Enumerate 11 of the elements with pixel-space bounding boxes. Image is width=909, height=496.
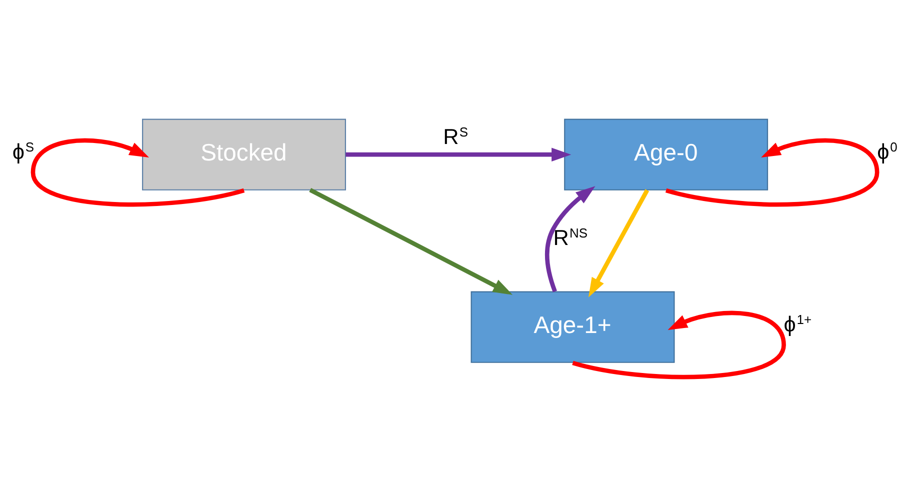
edge-label: ϕ$^{1+}$ [784, 310, 812, 336]
arrow [309, 188, 513, 294]
edge-label: R$^{S}$ [443, 123, 468, 148]
node-box: Age-0 [564, 118, 768, 190]
arrow [545, 186, 596, 292]
arrow [588, 188, 650, 297]
edge-label: ϕ$^{0}$ [877, 138, 898, 164]
node-box: Age-1+ [470, 290, 675, 362]
edge-label: ϕ$^{S}$ [12, 138, 34, 164]
edge-label: R$^{NS}$ [553, 224, 588, 250]
arrow [346, 147, 572, 161]
